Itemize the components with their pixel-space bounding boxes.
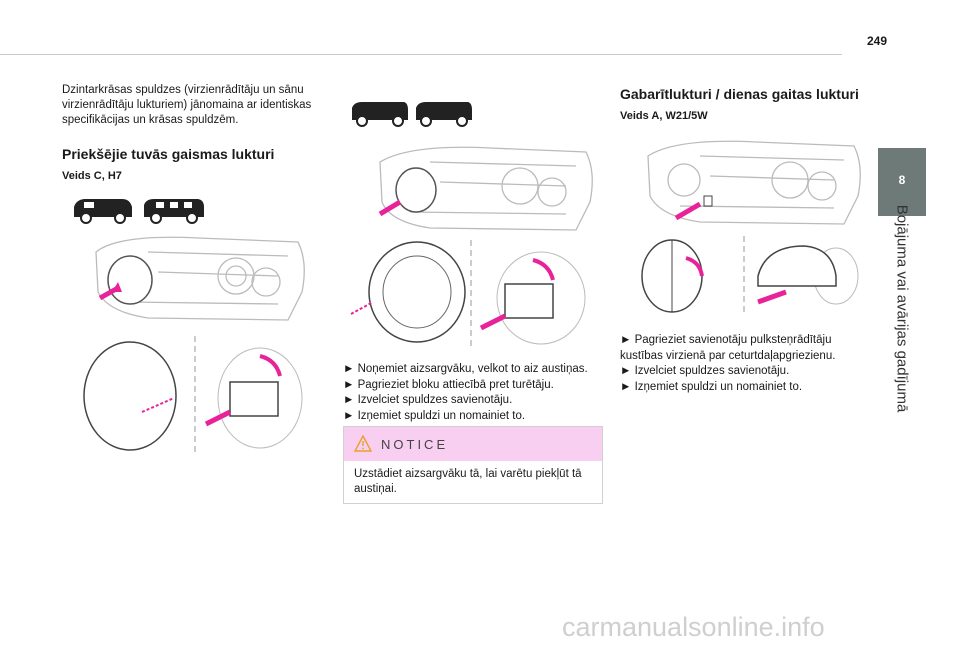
- page-number: 249: [866, 34, 887, 48]
- van-icon: [352, 102, 472, 127]
- bulb-type-a: Veids A, W21/5W: [620, 110, 708, 122]
- notice-box: NOTICE Uzstādiet aizsargvāku tā, lai var…: [343, 426, 603, 504]
- step-item: ► Izvelciet spuldzes savienotāju.: [343, 394, 513, 406]
- steps-list-middle: ► Noņemiet aizsargvāku, velkot to aiz au…: [343, 362, 588, 424]
- section-heading-position-lights: Gabarītlukturi / dienas gaitas lukturi: [620, 86, 859, 102]
- intro-line: Dzintarkrāsas spuldzes (virzienrādītāju …: [62, 84, 304, 96]
- notice-line: Uzstādiet aizsargvāku tā, lai varētu pie…: [354, 468, 582, 480]
- connector-illustration-right: [641, 236, 859, 316]
- header-rule: [0, 54, 842, 55]
- chapter-title: Bojājuma vai avārijas gadījumā: [893, 204, 911, 413]
- steps-list-right: ► Pagrieziet savienotāju pulksteņrādītāj…: [620, 333, 835, 395]
- chapter-title-container: Bojājuma vai avārijas gadījumā: [852, 205, 952, 413]
- warning-icon: [354, 435, 372, 452]
- chapter-number: 8: [898, 173, 906, 187]
- step-item: ► Izņemiet spuldzi un nomainiet to.: [620, 380, 803, 393]
- van-icon: [74, 199, 204, 224]
- bulb-type-c: Veids C, H7: [62, 170, 122, 182]
- chapter-tab: [878, 148, 926, 216]
- step-item: ► Pagrieziet savienotāju pulksteņrādītāj…: [620, 334, 832, 346]
- notice-body: Uzstādiet aizsargvāku tā, lai varētu pie…: [344, 461, 602, 503]
- headlamp-illustration-right: [647, 140, 861, 225]
- step-item: ► Izvelciet spuldzes savienotāju.: [620, 365, 790, 377]
- intro-text: Dzintarkrāsas spuldzes (virzienrādītāju …: [62, 83, 311, 128]
- notice-header: NOTICE: [344, 427, 602, 461]
- cover-removal-illustration-left: [83, 336, 303, 456]
- step-item: kustības virzienā par ceturtdaļapgriezie…: [620, 349, 836, 362]
- watermark: carmanualsonline.info: [562, 612, 825, 642]
- notice-title: NOTICE: [381, 437, 449, 452]
- notice-line: austiņai.: [354, 483, 397, 495]
- section-heading-low-beam: Priekšējie tuvās gaismas lukturi: [62, 146, 275, 162]
- headlamp-illustration-left: [95, 236, 305, 321]
- step-item: ► Noņemiet aizsargvāku, velkot to aiz au…: [343, 363, 588, 375]
- step-item: ► Izņemiet spuldzi un nomainiet to.: [343, 409, 526, 422]
- step-item: ► Pagrieziet bloku attiecībā pret turētā…: [343, 378, 554, 391]
- cover-removal-illustration-middle: [350, 240, 586, 348]
- intro-line: virzienrādītāju lukturiem) jānomaina ar …: [62, 99, 312, 111]
- headlamp-illustration-middle: [378, 146, 593, 231]
- intro-line: specifikācijas un krāsas spuldzēm.: [62, 114, 239, 126]
